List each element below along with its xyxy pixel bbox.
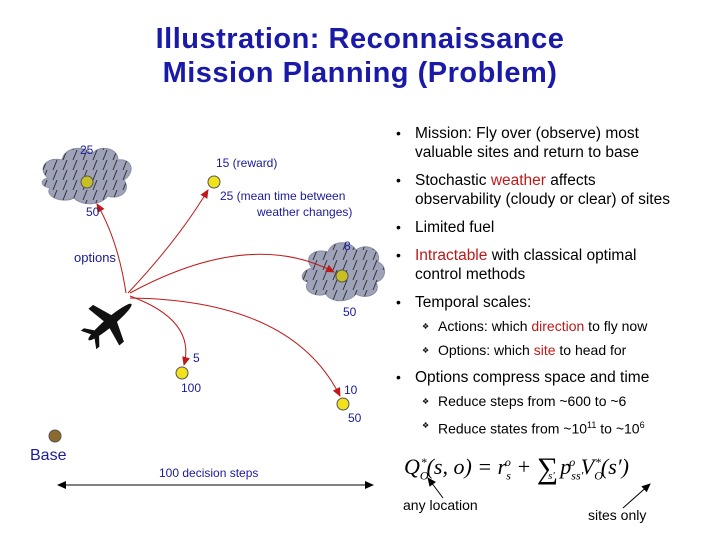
sites-only-label: sites only xyxy=(588,507,647,523)
arrow-to-top-site xyxy=(127,189,209,294)
site-bottom-below: 50 xyxy=(348,411,362,425)
title-line-1: Illustration: Reconnaissance xyxy=(155,23,565,55)
bullet-temporal: Temporal scales: xyxy=(395,293,720,312)
options-label: options xyxy=(74,250,116,265)
title-line-2: Mission Planning (Problem) xyxy=(162,57,558,89)
decision-steps-label: 100 decision steps xyxy=(159,466,259,480)
site-right-icon xyxy=(335,269,349,283)
site-top-reward: 15 (reward) xyxy=(216,156,278,170)
arrow-to-right-cloud xyxy=(129,253,335,294)
site-mid-icon xyxy=(175,366,189,380)
option-value-equation: QO*(s, o) = rso + ∑s′ pss′o VO*(s′) xyxy=(404,452,629,485)
site-top-time-2: weather changes) xyxy=(257,205,353,219)
any-location-label: any location xyxy=(403,497,478,513)
sites-only-arrow xyxy=(622,483,651,509)
cloud-left-value: 25 xyxy=(80,143,94,157)
cloud-right-below: 50 xyxy=(343,305,357,319)
bullet-compress: Options compress space and time xyxy=(395,368,720,387)
bullet-intractable: Intractable with classical optimal contr… xyxy=(395,246,720,284)
option-arrows xyxy=(96,189,341,397)
site-mid-below: 100 xyxy=(181,381,202,395)
sub-states: Reduce states from ~1011 to ~106 xyxy=(395,416,720,438)
airplane-icon xyxy=(80,303,132,350)
bullet-stochastic: Stochastic weather affects observability… xyxy=(395,171,720,209)
any-location-arrow xyxy=(427,477,444,499)
base-label: Base xyxy=(30,447,67,464)
bullet-mission: Mission: Fly over (observe) most valuabl… xyxy=(395,124,720,162)
site-top-icon xyxy=(207,175,221,189)
slide-title: Illustration: Reconnaissance Mission Pla… xyxy=(0,22,720,90)
cloud-left-below: 50 xyxy=(86,205,100,219)
arrow-to-bottom-site xyxy=(129,297,341,397)
sub-options: Options: which site to head for xyxy=(395,341,720,360)
bullet-fuel: Limited fuel xyxy=(395,218,720,237)
site-bottom-value: 10 xyxy=(344,383,358,397)
site-bottom-icon xyxy=(336,397,350,411)
sub-actions: Actions: which direction to fly now xyxy=(395,317,720,336)
site-mid-value: 5 xyxy=(193,351,200,365)
site-left-icon xyxy=(80,175,94,189)
site-top-time: 25 (mean time between xyxy=(220,189,346,203)
sub-steps: Reduce steps from ~600 to ~6 xyxy=(395,392,720,411)
arrow-to-mid-site xyxy=(129,295,190,366)
base-icon xyxy=(48,429,62,443)
bullet-list: Mission: Fly over (observe) most valuabl… xyxy=(395,124,720,444)
cloud-right-value: 8 xyxy=(344,239,351,253)
arrow-to-left-cloud xyxy=(96,203,127,294)
